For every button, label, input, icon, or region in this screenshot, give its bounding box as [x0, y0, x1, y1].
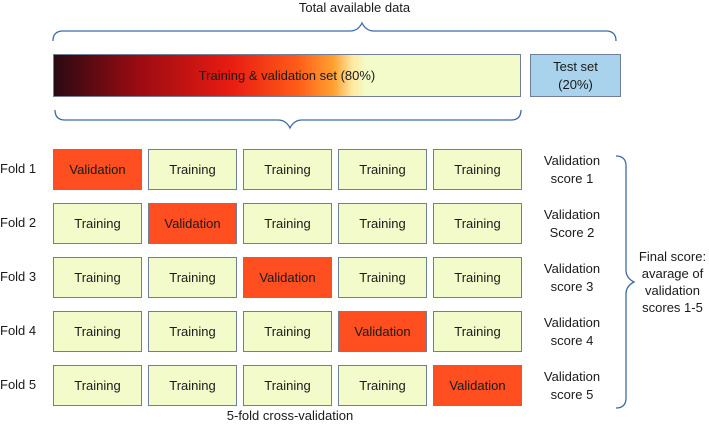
validation-score-line1: Validation: [543, 261, 601, 276]
training-cell: Training: [338, 257, 427, 298]
training-cell: Training: [243, 203, 332, 244]
final-score-line-2: avarage of: [641, 266, 704, 281]
training-cell: Training: [433, 311, 522, 352]
trainval-brace: [54, 109, 522, 130]
validation-score: Validation score 3: [532, 260, 612, 296]
validation-cell: Validation: [53, 149, 142, 190]
training-cell: Training: [243, 311, 332, 352]
fold-label: Fold 3: [0, 269, 37, 284]
scores-brace: [615, 155, 636, 409]
training-cell: Training: [53, 257, 142, 298]
final-score-text: Final score: avarage of validation score…: [636, 248, 709, 316]
training-cell: Training: [433, 203, 522, 244]
validation-score: Validation score 5: [532, 368, 612, 404]
fold-label: Fold 2: [0, 215, 37, 230]
validation-score: Validation score 4: [532, 314, 612, 350]
training-cell: Training: [148, 257, 237, 298]
training-cell: Training: [338, 365, 427, 406]
test-label-line2: (20%): [558, 76, 593, 92]
final-score-line-1: Final score:: [638, 249, 707, 264]
training-cell: Training: [433, 257, 522, 298]
validation-cell: Validation: [243, 257, 332, 298]
validation-cell: Validation: [338, 311, 427, 352]
training-cell: Training: [53, 365, 142, 406]
training-cell: Training: [148, 311, 237, 352]
validation-score-line2: score 3: [550, 279, 594, 294]
validation-score-line1: Validation: [543, 369, 601, 384]
training-cell: Training: [243, 365, 332, 406]
validation-cell: Validation: [433, 365, 522, 406]
validation-score-line2: score 5: [550, 387, 594, 402]
training-cell: Training: [243, 149, 332, 190]
validation-score-line1: Validation: [543, 315, 601, 330]
training-cell: Training: [53, 203, 142, 244]
validation-score-line2: Score 2: [549, 225, 595, 240]
final-score-line-4: scores 1-5: [642, 300, 703, 315]
training-cell: Training: [433, 149, 522, 190]
training-cell: Training: [148, 149, 237, 190]
validation-score-line1: Validation: [543, 153, 601, 168]
training-cell: Training: [53, 311, 142, 352]
training-cell: Training: [338, 149, 427, 190]
training-cell: Training: [148, 365, 237, 406]
validation-score-line2: score 1: [550, 171, 594, 186]
total-data-title: Total available data: [298, 0, 411, 15]
fold-label: Fold 5: [0, 377, 37, 392]
validation-score: Validation score 1: [532, 152, 612, 188]
validation-cell: Validation: [148, 203, 237, 244]
training-cell: Training: [338, 203, 427, 244]
final-score-line-3: validation: [645, 283, 700, 298]
fold-label: Fold 1: [0, 161, 37, 176]
trainval-label: Training & validation set (80%): [198, 68, 376, 83]
test-label-line1: Test set: [553, 58, 598, 74]
validation-score-line1: Validation: [543, 207, 601, 222]
trainval-bar: Training & validation set (80%): [53, 54, 521, 97]
fold-label: Fold 4: [0, 323, 37, 338]
validation-score-line2: score 4: [550, 333, 594, 348]
total-data-brace: [52, 21, 617, 42]
cv-label: 5-fold cross-validation: [226, 408, 354, 423]
test-set-box: Test set (20%): [530, 54, 621, 97]
